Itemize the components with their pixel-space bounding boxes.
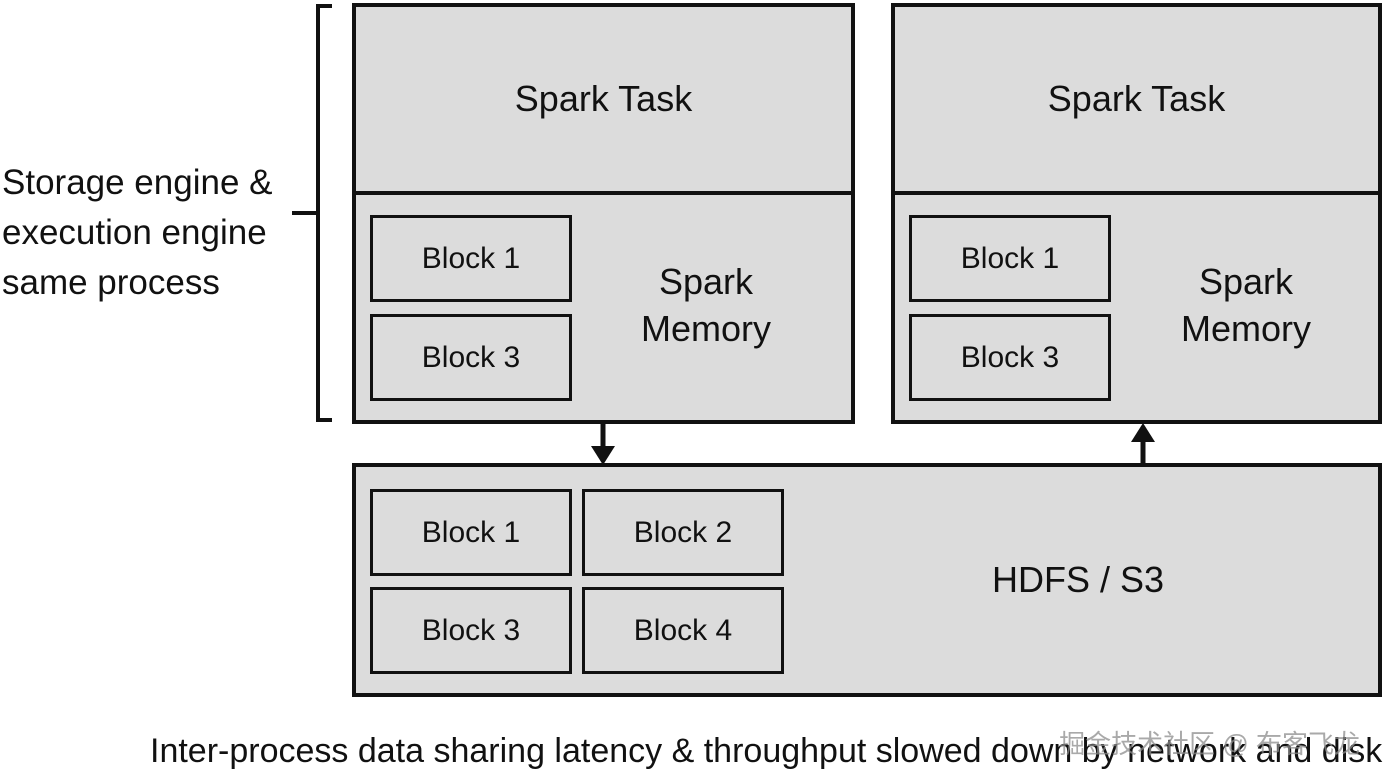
- watermark: 掘金技术社区 @ 布客飞龙: [1059, 729, 1360, 759]
- side-label: Storage engine & execution engine same p…: [2, 158, 302, 308]
- right-memory-block-3: Block 3: [909, 314, 1111, 401]
- left-spark-memory-line2: Memory: [640, 308, 771, 349]
- hdfs-s3-label: HDFS / S3: [991, 558, 1165, 600]
- left-memory-block-1: Block 1: [370, 215, 572, 302]
- right-spark-task-label: Spark Task: [1047, 77, 1226, 119]
- diagram-caption: Inter-process data sharing latency & thr…: [150, 732, 1384, 770]
- left-spark-memory-label: Spark Memory: [600, 250, 812, 362]
- left-memory-block-3: Block 3: [370, 314, 572, 401]
- arrow-down-left: [591, 422, 615, 465]
- right-spark-memory-line1: Spark: [1198, 261, 1294, 303]
- right-spark-memory-label: Spark Memory: [1140, 250, 1352, 362]
- side-label-line: execution engine: [2, 213, 267, 252]
- arrow-up-right: [1131, 423, 1155, 465]
- right-memory-block-1: Block 1: [909, 215, 1111, 302]
- right-spark-task-box: [891, 3, 1382, 195]
- right-spark-memory-line2: Memory: [1180, 308, 1311, 349]
- left-spark-memory-line1: Spark: [658, 261, 754, 303]
- side-bracket: [292, 4, 332, 422]
- storage-block-3: Block 3: [370, 587, 572, 674]
- side-label-line: Storage engine &: [2, 163, 273, 202]
- storage-block-1: Block 1: [370, 489, 572, 576]
- storage-block-2: Block 2: [582, 489, 784, 576]
- left-spark-task-label: Spark Task: [514, 77, 693, 119]
- side-label-line: same process: [2, 263, 220, 302]
- storage-block-4: Block 4: [582, 587, 784, 674]
